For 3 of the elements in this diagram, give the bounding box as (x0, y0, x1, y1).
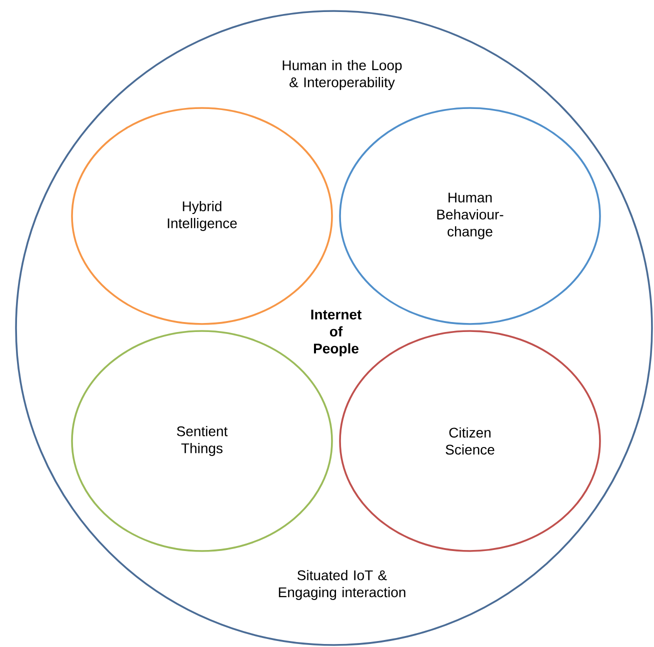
circle-label: Internet of People (311, 310, 362, 356)
circle-label: Situated IoT & Engaging interaction (278, 570, 406, 600)
circle-label: Human in the Loop & Interoperability (282, 60, 402, 90)
